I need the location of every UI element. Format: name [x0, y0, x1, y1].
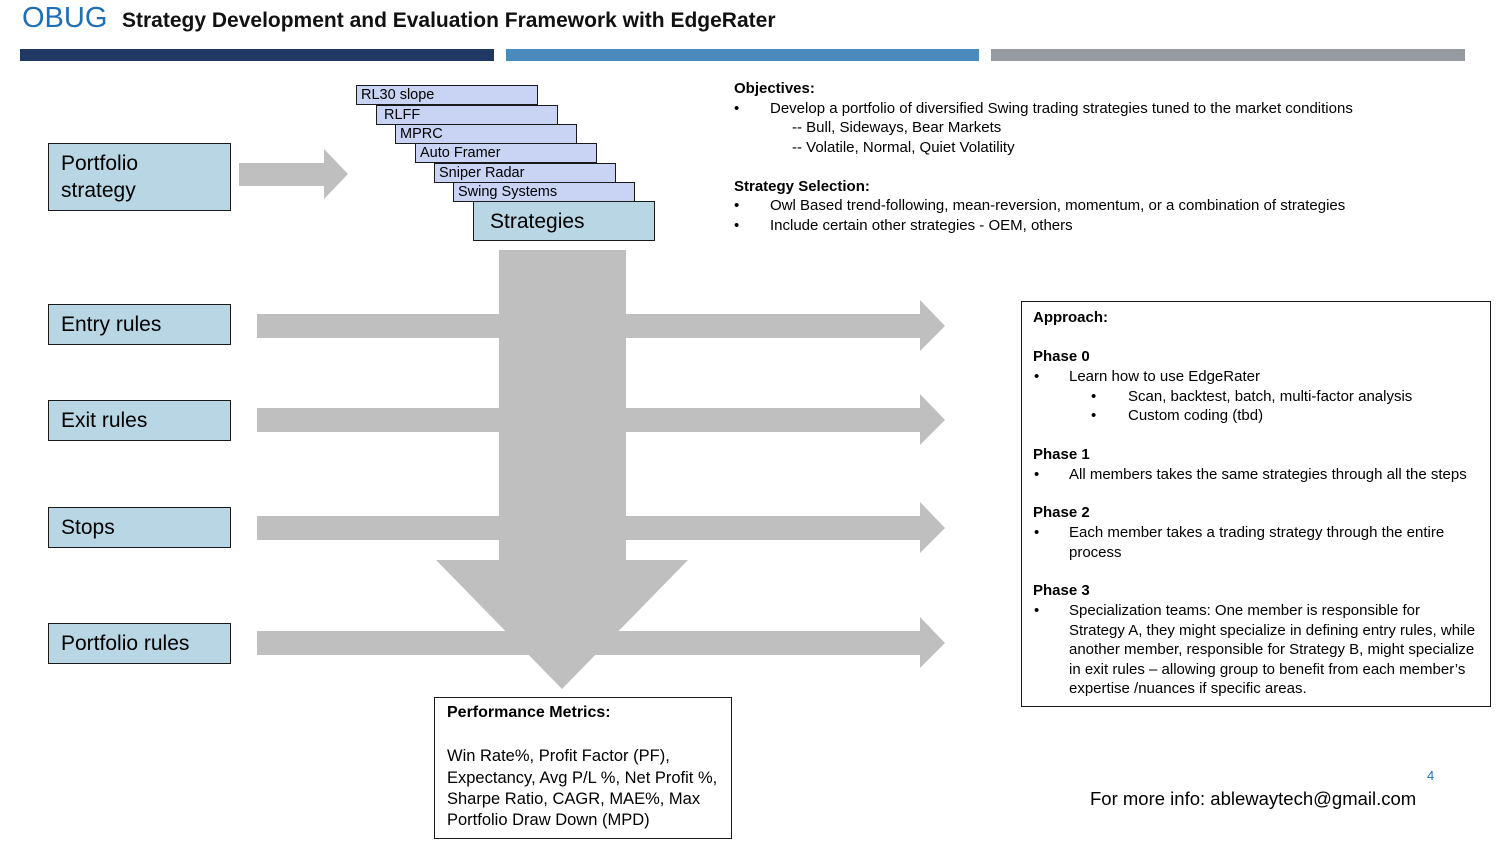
portfolio-strategy-arrow: [239, 149, 348, 199]
strategy-card-sniper-radar: Sniper Radar: [434, 163, 616, 183]
portfolio-strategy-label-line2: strategy: [61, 179, 136, 203]
bullet: •: [734, 197, 740, 214]
phase3-line: in exit rules – allowing group to benefi…: [1069, 661, 1466, 678]
entry-rules-arrow: [257, 300, 945, 351]
performance-line: Win Rate%, Profit Factor (PF),: [447, 747, 670, 765]
strategy-selection-heading: Strategy Selection:: [734, 178, 870, 195]
strategy-card-mprc: MPRC: [395, 124, 577, 144]
exit-rules-arrow: [257, 394, 945, 445]
portfolio-rules-arrow: [257, 617, 945, 668]
phase1-item: All members takes the same strategies th…: [1069, 466, 1467, 483]
phase0-item: Learn how to use EdgeRater: [1069, 368, 1260, 385]
phase2-title: Phase 2: [1033, 504, 1090, 521]
phase0-sub: Scan, backtest, batch, multi-factor anal…: [1128, 388, 1413, 405]
stops-arrow: [257, 502, 945, 553]
phase2-item-line2: process: [1069, 544, 1122, 561]
header-divider-blue: [506, 49, 979, 61]
phase3-line: another member, responsible for Strategy…: [1069, 641, 1475, 658]
phase2-item-line1: Each member takes a trading strategy thr…: [1069, 524, 1445, 541]
phase0-sub: Custom coding (tbd): [1128, 407, 1264, 424]
portfolio-strategy-box: Portfolio strategy: [48, 143, 231, 211]
objectives-heading: Objectives:: [734, 80, 815, 97]
bullet: •: [1034, 524, 1040, 541]
objectives-sub-volatility: -- Volatile, Normal, Quiet Volatility: [792, 139, 1015, 156]
bullet: •: [1034, 602, 1040, 619]
approach-heading: Approach:: [1033, 309, 1108, 326]
strategy-card-rlff: RLFF: [376, 105, 558, 125]
entry-rules-box: Entry rules: [48, 304, 231, 345]
main-down-arrow: [436, 250, 688, 689]
header-divider-gray: [991, 49, 1465, 61]
strategy-card-rl30-slope: RL30 slope: [356, 85, 538, 105]
performance-heading: Performance Metrics:: [447, 704, 611, 721]
bullet: •: [1034, 368, 1040, 385]
stops-box: Stops: [48, 507, 231, 548]
strategy-selection-item: Include certain other strategies - OEM, …: [770, 217, 1073, 234]
portfolio-rules-box: Portfolio rules: [48, 623, 231, 664]
bullet: •: [1091, 407, 1097, 424]
performance-line: Portfolio Draw Down (MPD): [447, 811, 650, 829]
strategy-card-auto-framer: Auto Framer: [415, 143, 597, 163]
exit-rules-box: Exit rules: [48, 400, 231, 441]
page-number: 4: [1427, 768, 1435, 783]
strategy-selection-item: Owl Based trend-following, mean-reversio…: [770, 197, 1346, 214]
brand-logo-text: OBUG: [22, 2, 108, 34]
performance-metrics-box: Performance Metrics: Win Rate%, Profit F…: [434, 697, 732, 839]
bullet: •: [1034, 466, 1040, 483]
contact-info: For more info: ablewaytech@gmail.com: [1090, 788, 1417, 809]
strategy-card-swing-systems: Swing Systems: [453, 182, 635, 202]
page-title: Strategy Development and Evaluation Fram…: [122, 9, 776, 32]
performance-line: Expectancy, Avg P/L %, Net Profit %,: [447, 769, 718, 787]
performance-line: Sharpe Ratio, CAGR, MAE%, Max: [447, 790, 701, 808]
portfolio-strategy-label-line1: Portfolio: [61, 152, 139, 175]
phase1-title: Phase 1: [1033, 446, 1090, 463]
objectives-sub-markets: -- Bull, Sideways, Bear Markets: [792, 119, 1002, 136]
phase3-line: expertise /nuances if specific areas.: [1069, 680, 1307, 697]
phase3-line: Strategy A, they might specialize in def…: [1069, 622, 1476, 639]
strategies-card: Strategies: [473, 201, 655, 241]
bullet: •: [734, 100, 740, 117]
bullet: •: [1091, 388, 1097, 405]
approach-box: Approach: Phase 0 • Learn how to use Edg…: [1021, 301, 1491, 707]
bullet: •: [734, 217, 740, 234]
objectives-item: Develop a portfolio of diversified Swing…: [770, 100, 1353, 117]
phase0-title: Phase 0: [1033, 348, 1090, 365]
phase3-title: Phase 3: [1033, 582, 1090, 599]
phase3-line: Specialization teams: One member is resp…: [1069, 602, 1420, 619]
header-divider-navy: [20, 49, 494, 61]
